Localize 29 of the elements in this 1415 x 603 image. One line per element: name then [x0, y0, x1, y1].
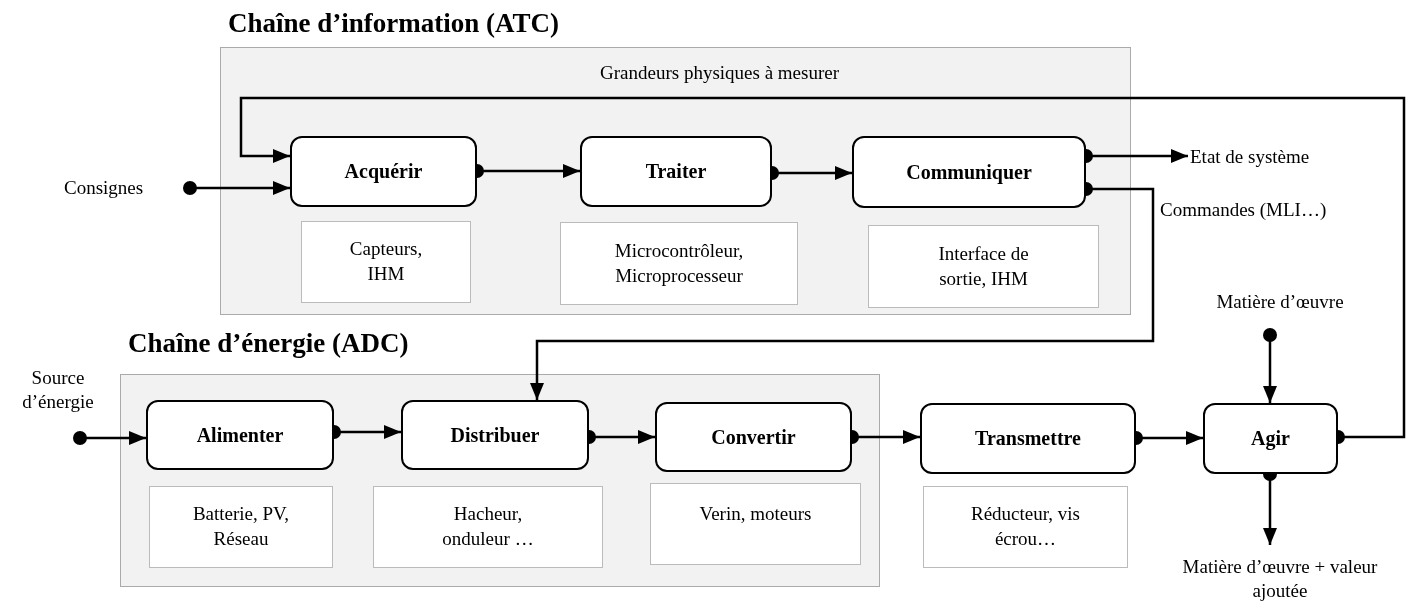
flow-label: Matière d’œuvre + valeur ajoutée [1181, 555, 1379, 603]
function-box: Convertir [655, 402, 852, 472]
arrow [183, 181, 290, 195]
component-box: Microcontrôleur, Microprocesseur [560, 222, 798, 305]
flow-label: Source d’énergie [21, 366, 95, 414]
group-title: Chaîne d’énergie (ADC) [128, 328, 409, 359]
edge-label: Grandeurs physiques à mesurer [600, 62, 839, 84]
flow-label: Matière d’œuvre [1216, 290, 1344, 314]
component-box: Hacheur, onduleur … [373, 486, 603, 568]
function-box: Agir [1203, 403, 1338, 474]
edge-label: Commandes (MLI…) [1160, 199, 1327, 221]
function-box: Transmettre [920, 403, 1136, 474]
group-title: Chaîne d’information (ATC) [228, 8, 559, 39]
flow-label: Etat de système [1190, 145, 1310, 169]
arrow [530, 182, 1155, 400]
flow-label: Consignes [64, 176, 144, 200]
component-box: Batterie, PV, Réseau [149, 486, 333, 568]
component-box: Interface de sortie, IHM [868, 225, 1099, 308]
component-box: Capteurs, IHM [301, 221, 471, 303]
component-box: Verin, moteurs [650, 483, 861, 565]
arrow [239, 96, 1406, 444]
arrow [73, 431, 146, 445]
function-box: Traiter [580, 136, 772, 207]
arrow [1263, 328, 1277, 403]
function-box: Acquérir [290, 136, 477, 207]
component-box: Réducteur, vis écrou… [923, 486, 1128, 568]
function-box: Communiquer [852, 136, 1086, 208]
function-box: Alimenter [146, 400, 334, 470]
function-box: Distribuer [401, 400, 589, 470]
